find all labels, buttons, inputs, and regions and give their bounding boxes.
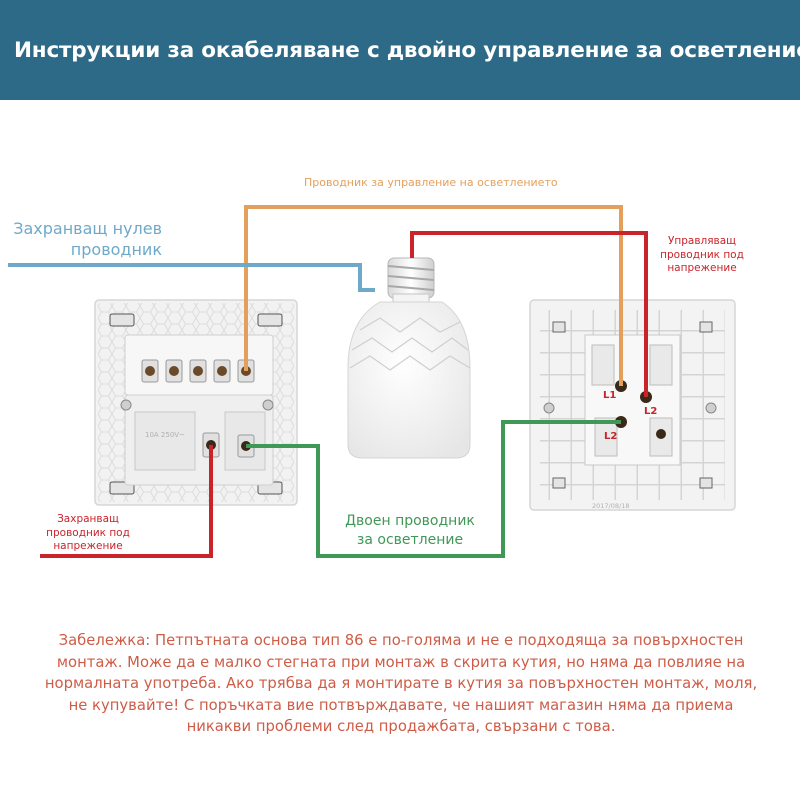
terminal-label-l1: L1: [603, 390, 616, 401]
wire-green-dual: [246, 420, 621, 558]
terminal-spare: [656, 429, 666, 439]
mounting-hole: [543, 402, 555, 414]
mounting-hole: [705, 402, 717, 414]
terminal-screw: [141, 359, 159, 383]
left-switch: 10A 250V~: [94, 299, 298, 506]
wire-orange-control: [244, 205, 623, 386]
bulb-diamond-pattern: [349, 317, 471, 371]
bulb-screw-base: [387, 257, 435, 305]
light-bulb: [347, 257, 471, 459]
terminal-screw: [213, 359, 231, 383]
right-switch: 2017/08/18 L1 L2 L2: [529, 299, 736, 511]
label-control-wire: Проводник за управление на осветлението: [304, 176, 558, 189]
terminal-screw: [165, 359, 183, 383]
wire-red-left: [40, 445, 213, 558]
header-banner: Инструкции за окабеляване с двойно управ…: [0, 0, 800, 100]
page-title: Инструкции за окабеляване с двойно управ…: [14, 37, 800, 63]
warning-note: Забележка: Петпътната основа тип 86 е по…: [44, 632, 758, 735]
switch-date-text: 2017/08/18: [592, 502, 629, 510]
terminal-label-l2-bottom: L2: [604, 431, 617, 442]
label-live-right: Управляващ проводник под напрежение: [660, 235, 744, 274]
mounting-hole: [262, 399, 274, 411]
wire-blue-neutral: [8, 263, 375, 292]
wire-red-right: [410, 231, 648, 397]
terminal-label-l2-top: L2: [644, 406, 657, 417]
switch-rating-text: 10A 250V~: [145, 431, 185, 439]
label-dual-wire: Двоен проводник за осветление: [345, 513, 475, 548]
label-live-left: Захранващ проводник под напрежение: [46, 513, 130, 552]
mounting-hole: [120, 399, 132, 411]
terminal-screw: [189, 359, 207, 383]
label-neutral-wire: Захранващ нулев проводник: [13, 219, 162, 259]
wiring-diagram: 10A 250V~: [8, 205, 736, 558]
